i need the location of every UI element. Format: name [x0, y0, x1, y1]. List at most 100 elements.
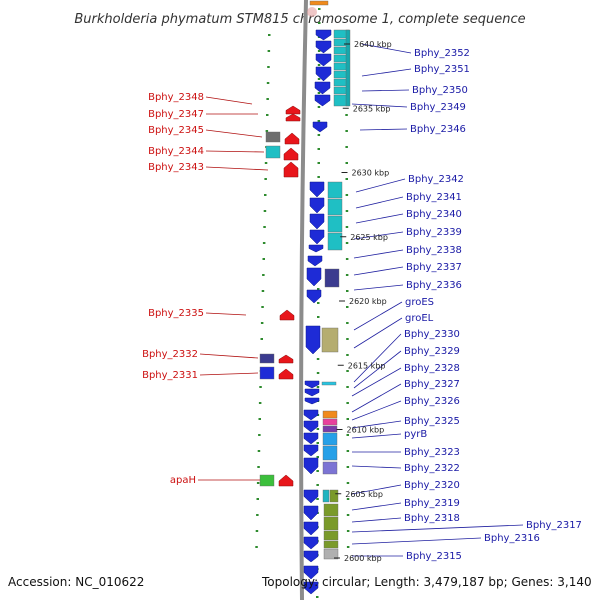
- reverse-cds-arrow: [278, 354, 294, 364]
- right-outer-track-marker: [345, 274, 349, 276]
- gene-label-right: Bphy_2342: [408, 174, 464, 185]
- gene-box: [259, 366, 275, 380]
- forward-cds-arrow: [315, 66, 332, 82]
- gene-box: [322, 461, 338, 475]
- label-connector-line: [353, 231, 404, 240]
- inner-track-marker: [317, 78, 321, 80]
- inner-track-marker: [317, 92, 321, 94]
- forward-cds-arrow: [306, 289, 322, 304]
- scale-tick-label: 2620 kbp: [349, 297, 387, 306]
- label-connector-line: [351, 367, 402, 397]
- left-outer-track-marker: [262, 242, 266, 244]
- reverse-cds-arrow: [284, 132, 300, 145]
- left-outer-track-marker: [268, 34, 271, 36]
- inner-track-marker: [317, 316, 320, 318]
- left-outer-track-marker: [258, 402, 262, 404]
- label-connector-line: [351, 420, 402, 429]
- label-connector-line: [351, 383, 402, 413]
- inner-track-marker: [317, 148, 320, 150]
- gene-label-right: Bphy_2329: [404, 346, 460, 357]
- forward-cds-arrow: [303, 581, 319, 595]
- label-connector-line: [359, 128, 408, 131]
- gene-box: [265, 131, 281, 143]
- left-outer-track-marker: [267, 50, 271, 52]
- left-outer-track-marker: [262, 274, 265, 276]
- gene-box-edge: [345, 29, 351, 107]
- inner-track-marker: [317, 302, 320, 304]
- scale-tick-label: 2635 kbp: [353, 104, 391, 113]
- gene-label-right: Bphy_2330: [404, 329, 460, 340]
- forward-cds-arrow: [308, 244, 324, 253]
- right-label-layer: Bphy_2352Bphy_2351Bphy_2350Bphy_2349Bphy…: [404, 48, 582, 562]
- right-outer-track-marker: [345, 210, 349, 212]
- reverse-cds-arrow: [278, 474, 294, 487]
- gene-label-left: Bphy_2344: [148, 146, 204, 157]
- inner-track-marker: [316, 596, 319, 598]
- right-outer-track-marker: [346, 482, 350, 484]
- scale-tick-label: 2600 kbp: [344, 554, 382, 563]
- inner-track-marker: [316, 498, 319, 500]
- accession-text: Accession: NC_010622: [8, 575, 144, 589]
- right-outer-track-marker: [346, 290, 349, 292]
- track-layer: [255, 0, 351, 600]
- scale-tick-label: 2640 kbp: [354, 40, 392, 49]
- gene-box: [309, 0, 329, 6]
- left-outer-track-marker: [256, 514, 259, 516]
- forward-cds-arrow: [315, 40, 332, 54]
- gene-label-right: Bphy_2337: [406, 262, 462, 273]
- gene-label-right: Bphy_2315: [406, 551, 462, 562]
- label-connector-line: [351, 400, 402, 421]
- label-connector-line: [351, 537, 482, 545]
- label-connector-line: [355, 213, 404, 224]
- inner-track-marker: [316, 372, 320, 374]
- right-outer-track-marker: [346, 338, 349, 340]
- gene-box: [323, 503, 339, 517]
- label-connector-line: [205, 312, 247, 316]
- forward-cds-arrow: [303, 505, 319, 521]
- right-outer-track-marker: [346, 322, 349, 324]
- scale-tick-label: 2605 kbp: [345, 490, 383, 499]
- forward-cds-arrow: [314, 81, 331, 95]
- gene-box: [323, 540, 339, 549]
- inner-track-marker: [317, 134, 321, 136]
- inner-track-marker: [317, 120, 321, 122]
- gene-label-left: apaH: [170, 475, 196, 486]
- gene-box: [321, 327, 339, 353]
- right-outer-track-marker: [346, 466, 350, 468]
- inner-track-marker: [316, 470, 319, 472]
- inner-track-marker: [317, 176, 320, 178]
- inner-track-marker: [318, 8, 321, 10]
- left-outer-track-marker: [264, 194, 267, 196]
- reverse-cds-arrow: [278, 368, 294, 380]
- gene-label-left: Bphy_2343: [148, 162, 204, 173]
- forward-cds-arrow: [309, 213, 325, 230]
- gene-label-right: Bphy_2320: [404, 480, 460, 491]
- gene-box: [259, 474, 275, 487]
- label-connector-line: [199, 353, 259, 359]
- left-outer-track-marker: [261, 290, 265, 292]
- right-outer-track-marker: [345, 114, 348, 116]
- inner-track-marker: [316, 358, 320, 360]
- label-connector-line: [205, 129, 263, 138]
- label-connector-line: [351, 433, 402, 439]
- gene-label-right: Bphy_2336: [406, 280, 462, 291]
- left-outer-track-marker: [257, 450, 261, 452]
- inner-track-marker: [316, 428, 320, 430]
- gene-box: [322, 489, 330, 503]
- gene-label-right: Bphy_2323: [404, 447, 460, 458]
- gene-label-right: Bphy_2349: [410, 102, 466, 113]
- label-connector-line: [353, 350, 402, 389]
- left-outer-track-marker: [263, 210, 267, 212]
- inner-track-marker: [317, 106, 321, 108]
- left-outer-track-marker: [260, 338, 263, 340]
- reverse-cds-arrow: [283, 147, 299, 161]
- gene-label-left: Bphy_2332: [142, 349, 198, 360]
- forward-cds-arrow: [309, 197, 325, 214]
- left-outer-track-marker: [258, 434, 261, 436]
- right-outer-track-marker: [346, 530, 350, 532]
- label-connector-line: [361, 89, 410, 92]
- gene-label-right: Bphy_2322: [404, 463, 460, 474]
- forward-cds-arrow: [309, 229, 325, 245]
